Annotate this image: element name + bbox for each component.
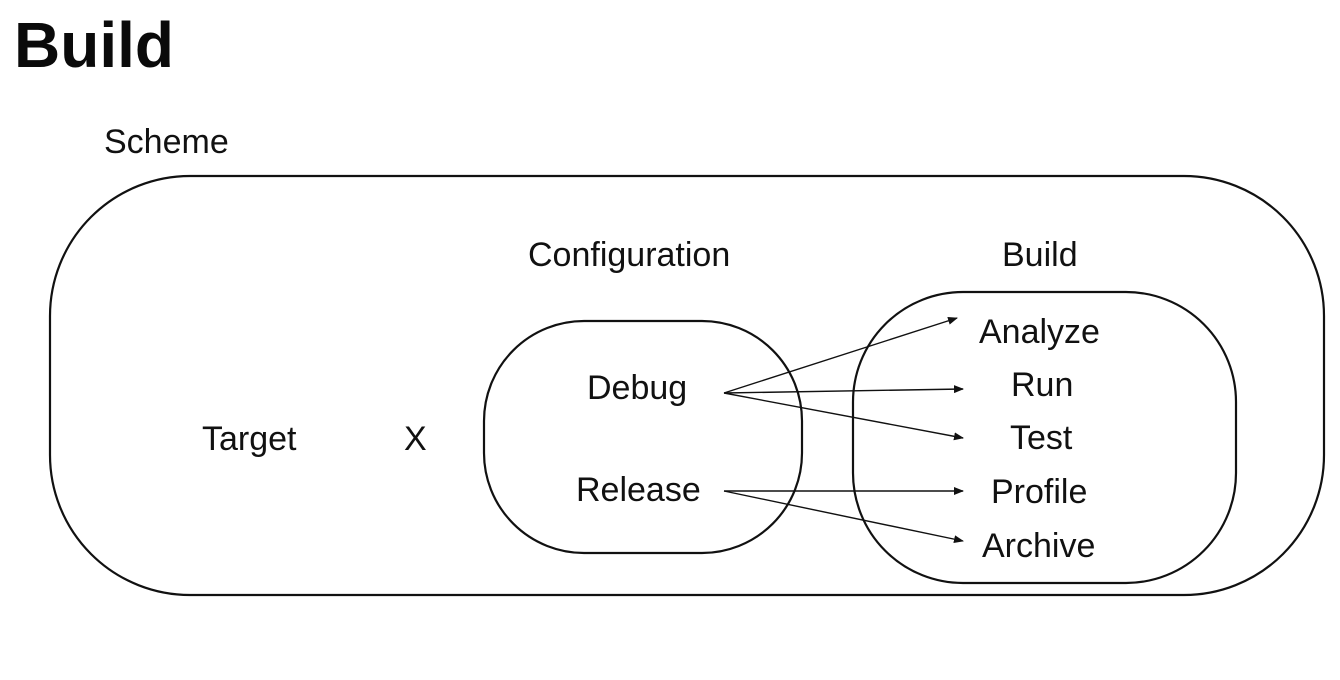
build-action-profile: Profile — [991, 473, 1087, 511]
arrow-debug-to-test — [723, 392, 964, 441]
scheme-label: Scheme — [104, 123, 229, 161]
build-action-analyze: Analyze — [979, 313, 1100, 351]
build-actions-box — [851, 290, 1238, 585]
config-item-release: Release — [576, 471, 701, 509]
build-group-label: Build — [1002, 236, 1078, 274]
arrow-debug-to-run — [723, 385, 964, 394]
target-label: Target — [202, 420, 297, 458]
configuration-box — [482, 319, 804, 555]
arrow-debug-to-analyze — [723, 316, 958, 394]
arrow-release-to-archive — [723, 490, 964, 544]
page-title: Build — [14, 9, 174, 81]
multiply-operator: X — [404, 420, 427, 458]
config-item-debug: Debug — [587, 369, 687, 407]
build-action-test: Test — [1010, 419, 1073, 457]
scheme-box — [48, 174, 1326, 597]
configuration-label: Configuration — [528, 236, 730, 274]
build-action-archive: Archive — [982, 527, 1095, 565]
build-action-run: Run — [1011, 366, 1073, 404]
